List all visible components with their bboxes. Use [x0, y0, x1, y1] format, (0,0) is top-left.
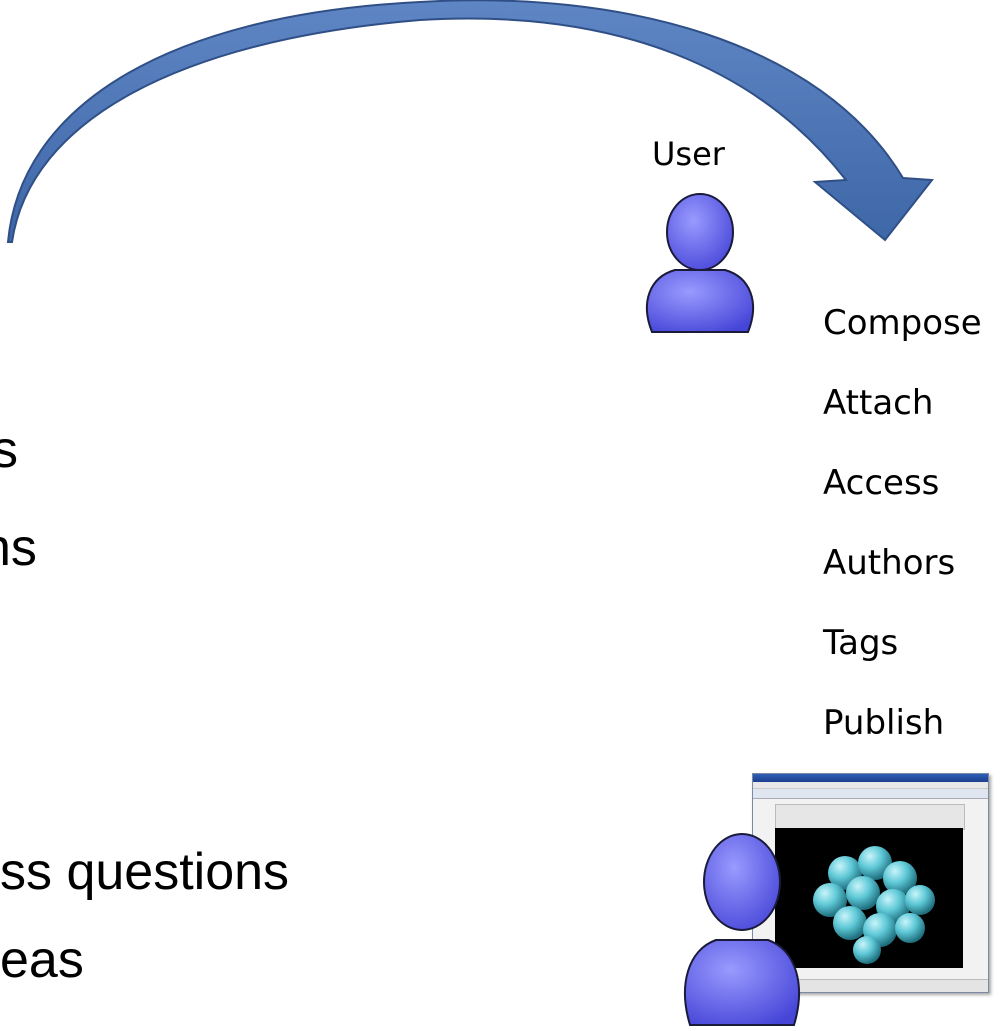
- step-tags: Tags: [823, 623, 899, 663]
- step-compose: Compose: [823, 303, 982, 343]
- left-text-fragment-2: ns: [0, 519, 37, 577]
- user-label: User: [652, 135, 725, 173]
- left-text-fragment-4: eas: [0, 931, 84, 989]
- user-person-icon: [645, 193, 755, 333]
- left-text-fragment-3: ss questions: [0, 843, 290, 901]
- molecule-viewer-screenshot: [752, 773, 989, 993]
- step-attach: Attach: [823, 383, 934, 423]
- curved-arrow-body: [6, 0, 934, 243]
- left-text-fragment-1: s: [0, 421, 18, 479]
- user-person-icon-bottom: [684, 833, 800, 1026]
- step-authors: Authors: [823, 543, 956, 583]
- step-access: Access: [823, 463, 940, 503]
- step-publish: Publish: [823, 703, 945, 743]
